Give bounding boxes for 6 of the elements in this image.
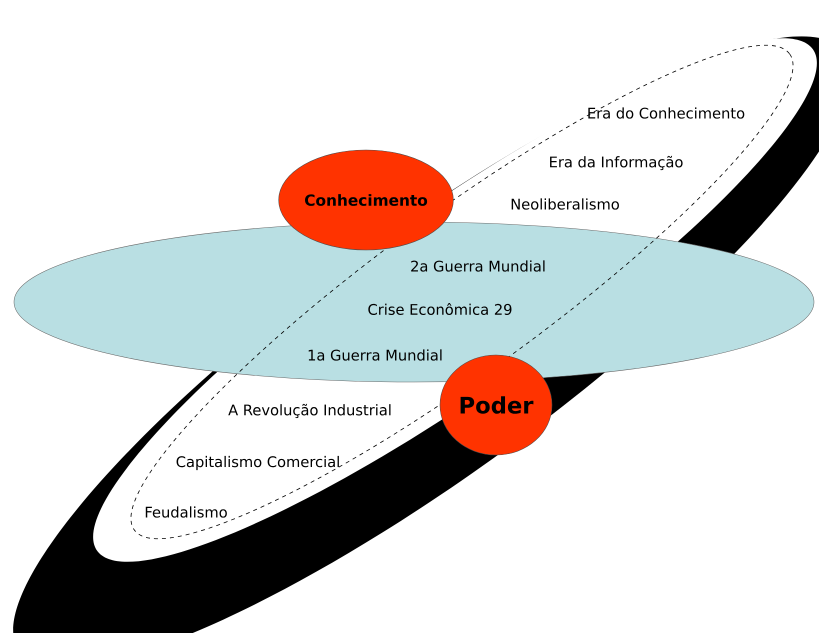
era-label: Era da Informação [550, 156, 683, 170]
era-label: A Revolução Industrial [228, 404, 391, 418]
ellipse-band: 2a Guerra Mundial Crise Econômica 29 1a Guerra Mundial [14, 222, 814, 382]
era-label: Feudalismo [146, 506, 227, 518]
era-label: Era do Conhecimento [588, 107, 744, 119]
era-label: Capitalismo Comercial [176, 456, 339, 470]
